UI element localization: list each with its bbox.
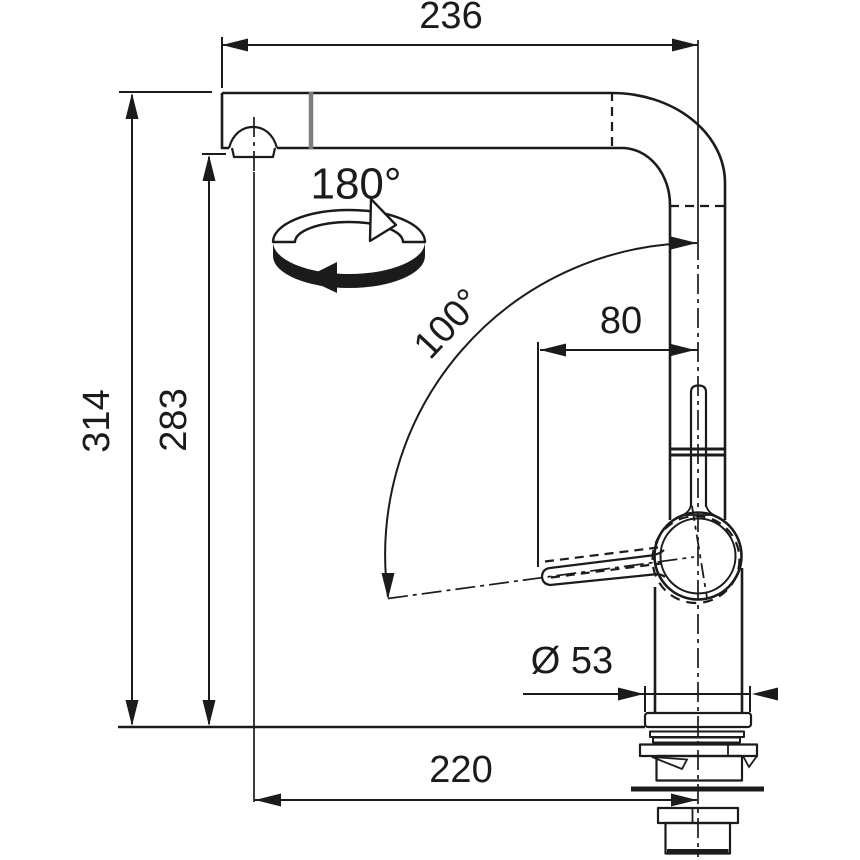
handle-lever-rod bbox=[689, 384, 708, 507]
base-flange bbox=[643, 711, 753, 729]
rotation-ring-black-band bbox=[273, 242, 425, 288]
dim-100-arc bbox=[384, 242, 698, 598]
dim-220-arrow-left bbox=[255, 793, 281, 807]
centerlines bbox=[253, 40, 699, 857]
swivel-angle-label: 180° bbox=[310, 160, 401, 209]
dim-314-arrow-bottom bbox=[125, 700, 139, 726]
spout-inner-outline bbox=[277, 146, 672, 520]
dim-100-arrow-bottom bbox=[381, 573, 395, 599]
dim-236-arrow-right bbox=[672, 38, 698, 52]
dim-314-arrow-top bbox=[125, 93, 139, 119]
base-column bbox=[653, 568, 744, 713]
lever-top-edge bbox=[549, 549, 665, 570]
dim-80-arrow-right bbox=[669, 343, 695, 357]
lever-alternate-position-dashed bbox=[544, 546, 662, 579]
dim-outlet-height: 283 bbox=[153, 153, 226, 726]
seal-ring-2 bbox=[652, 736, 741, 744]
dim-314-label: 314 bbox=[76, 389, 118, 452]
dim-spout-reach-top: 236 bbox=[221, 0, 698, 88]
base-assembly bbox=[118, 568, 764, 855]
dim-100-arrow-top bbox=[671, 236, 697, 250]
mounting-collar bbox=[655, 754, 744, 782]
anti-rotation-wedge bbox=[651, 756, 689, 771]
dim-53-arrow-left bbox=[618, 687, 644, 701]
lever-bottom-edge bbox=[549, 573, 666, 587]
spout-assembly bbox=[220, 91, 727, 520]
dim-236-label: 236 bbox=[419, 0, 482, 37]
dim-53-label: Ø 53 bbox=[531, 640, 613, 682]
dim-283-label: 283 bbox=[153, 388, 195, 451]
dim-283-arrow-bottom bbox=[202, 700, 216, 726]
aerator-lip bbox=[230, 147, 277, 159]
dim-220-label: 220 bbox=[429, 749, 492, 791]
spray-head-left-edge bbox=[220, 93, 229, 150]
threaded-shank-end-shading bbox=[667, 849, 729, 854]
lever-tip-cap bbox=[540, 566, 551, 587]
dim-283-arrow-top bbox=[202, 155, 216, 181]
spout-outer-outline bbox=[222, 91, 727, 520]
dim-236-arrow-left bbox=[222, 38, 248, 52]
washer-right-tab bbox=[742, 755, 758, 769]
ball-joint-outer-circle bbox=[653, 511, 743, 601]
dim-220-arrow-right bbox=[671, 793, 697, 807]
rotation-black-arrowhead-icon bbox=[305, 262, 337, 293]
dim-overall-height: 314 bbox=[76, 91, 212, 726]
dim-100-label: 100° bbox=[406, 281, 490, 367]
rotation-ring-white-band bbox=[271, 208, 427, 244]
aerator-dome bbox=[227, 125, 279, 149]
dim-80-label: 80 bbox=[600, 300, 642, 342]
handle-assembly bbox=[540, 384, 743, 605]
dim-53-extension-ticks bbox=[644, 686, 751, 712]
dim-53-arrow-right bbox=[752, 687, 778, 701]
seal-ring-1 bbox=[649, 730, 745, 738]
dim-reach-bottom: 220 bbox=[255, 749, 697, 807]
dim-lever-offset: 80 bbox=[537, 300, 698, 567]
body-joint-band bbox=[670, 447, 725, 457]
dim-80-arrow-left bbox=[540, 343, 566, 357]
rotation-ring-icon bbox=[271, 197, 427, 293]
dim-base-diameter: Ø 53 bbox=[523, 640, 778, 712]
ball-joint-alternate-dashed-circle bbox=[651, 514, 741, 605]
dim-lever-swing-arc: 100° bbox=[381, 236, 698, 599]
ball-joint-inner-circle bbox=[659, 517, 737, 595]
lever-axis-centerline bbox=[387, 556, 695, 600]
rotation-white-arrowhead-icon bbox=[368, 197, 398, 243]
